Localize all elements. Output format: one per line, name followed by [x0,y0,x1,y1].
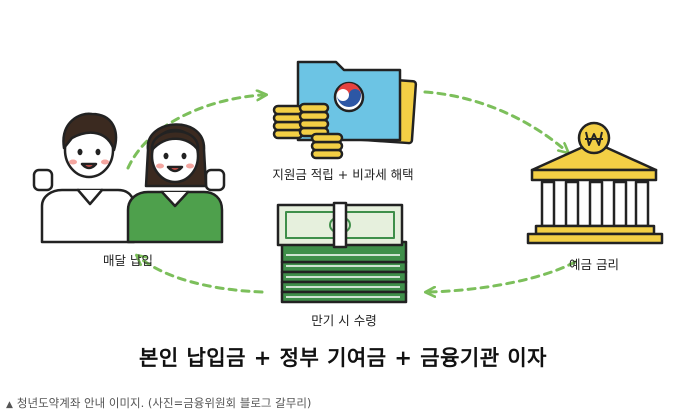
government-folder-with-coins-icon [272,60,418,160]
subsidy-label: 지원금 적립 + 비과세 해택 [272,167,414,182]
caption-marker: ▲ [6,400,13,410]
headline: 본인 납입금 + 정부 기여금 + 금융기관 이자 [139,346,547,370]
two-people-cheering-icon [32,112,226,244]
caption: ▲청년도약계좌 안내 이미지. (사진=금융위원회 블로그 갈무리) [6,395,311,411]
maturity-label: 만기 시 수령 [311,313,377,328]
arrow-money-to-people [140,258,264,294]
bank-building-with-won-icon [526,121,664,245]
interest-label: 예금 금리 [569,257,619,272]
monthly-payment-label: 매달 납입 [103,253,153,268]
arrow-folder-to-bank [423,90,565,150]
cycle-arrows [126,90,577,294]
cash-bundles-icon [276,201,408,304]
arrow-bank-to-money [430,260,577,292]
caption-text: 청년도약계좌 안내 이미지. (사진=금융위원회 블로그 갈무리) [16,396,312,410]
arrow-people-to-folder [126,95,262,170]
